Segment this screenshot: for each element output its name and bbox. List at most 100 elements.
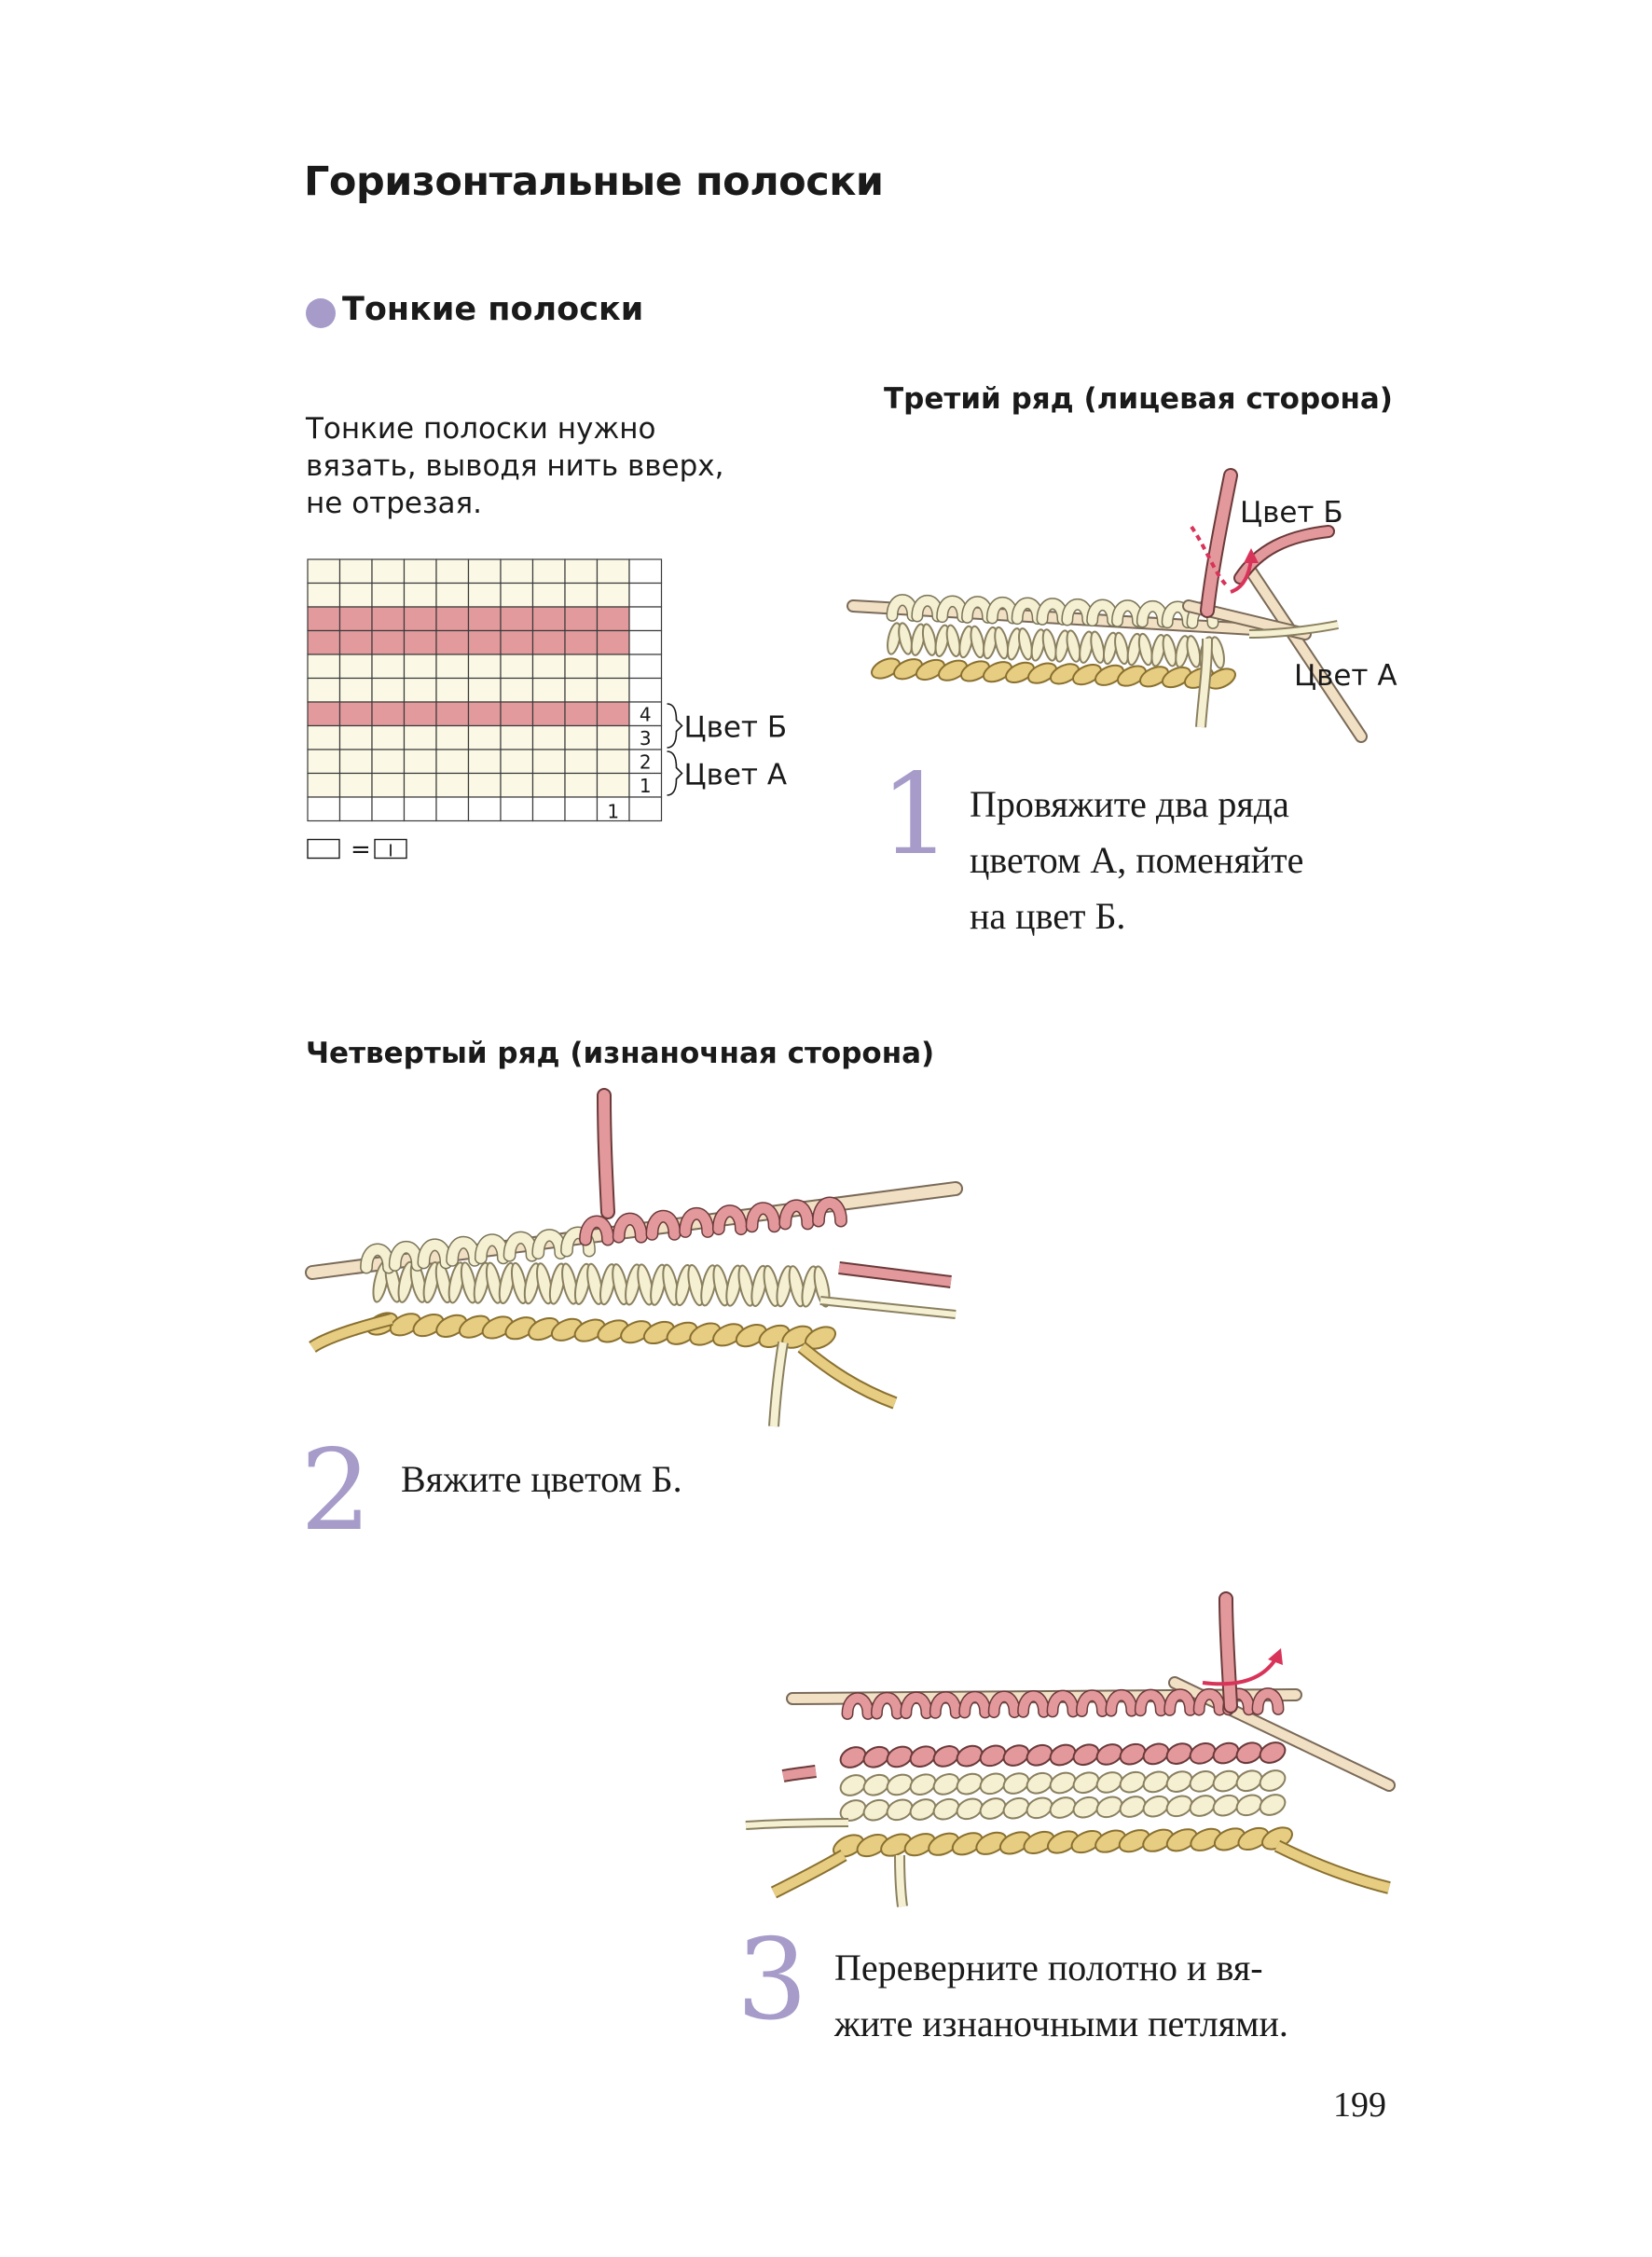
chart-cell <box>628 582 663 608</box>
chart-cell <box>371 629 406 655</box>
cream-stitch-row <box>372 1260 831 1308</box>
cream-yarn-a <box>745 1818 908 1907</box>
stitch <box>956 1772 984 1796</box>
chart-grid <box>307 558 663 822</box>
stitch <box>1186 635 1202 668</box>
chart-cell <box>467 606 502 632</box>
chart-cell <box>403 654 437 680</box>
chart-cell <box>403 749 437 775</box>
needle-loops <box>360 1196 847 1274</box>
stitch <box>1259 1741 1287 1764</box>
stitch <box>1072 1743 1100 1767</box>
chart-cell <box>403 582 437 608</box>
stitch <box>1235 1741 1263 1765</box>
chart-cell <box>596 677 630 703</box>
stitch <box>1094 1829 1127 1853</box>
up-arrow-red-icon <box>1190 525 1259 594</box>
stitch <box>1026 1771 1053 1795</box>
chart-cell <box>564 629 599 655</box>
chart-cell <box>371 796 406 822</box>
stitch <box>979 1797 1007 1820</box>
chart-cell <box>467 677 502 703</box>
chart-cell <box>564 749 599 775</box>
stitch <box>893 658 923 681</box>
turn-purl-illustration <box>745 1591 1396 1907</box>
chart-cell <box>564 772 599 798</box>
chart-cell <box>307 629 341 655</box>
stitch <box>1023 1830 1055 1855</box>
loop <box>1194 1689 1225 1715</box>
stitch <box>1212 1794 1240 1817</box>
chart-cell <box>564 582 599 608</box>
chart-cell <box>564 796 599 822</box>
chart-cell <box>500 701 534 727</box>
intro-line: не отрезая. <box>306 487 482 520</box>
chart-cell <box>371 654 406 680</box>
color-b-label: Цвет Б <box>684 711 788 745</box>
stitch <box>909 1745 937 1768</box>
legend-empty-cell <box>307 838 340 860</box>
stitch <box>1114 631 1129 666</box>
stitch <box>1259 1769 1287 1792</box>
stitch <box>1072 1771 1100 1795</box>
loop <box>361 1245 394 1273</box>
chart-cell <box>500 629 534 655</box>
chart-cell <box>564 677 599 703</box>
cream-stitch-row <box>887 622 1225 669</box>
gold-cast-on-row <box>833 1826 1293 1858</box>
loop <box>1077 1691 1108 1716</box>
stitch <box>1142 1770 1170 1794</box>
stitch <box>871 657 901 680</box>
stitch <box>886 1798 914 1822</box>
stitch <box>1213 1827 1246 1851</box>
color-a-label: Цвет А <box>684 759 788 792</box>
stitch <box>1095 1743 1123 1766</box>
step-line: Провяжите два ряда <box>970 783 1289 825</box>
chart-cell <box>435 701 470 727</box>
pink-yarn-b <box>1200 468 1335 618</box>
figure1-caption: Третий ряд (лицевая сторона) <box>884 382 1393 416</box>
stitch <box>1002 1796 1030 1820</box>
intro-paragraph: Тонкие полоски нужно вязать, выводя нить… <box>306 410 735 522</box>
chart-cell <box>500 654 534 680</box>
loop <box>901 1693 931 1718</box>
step-3-text: Переверните полотно и вя- жите изнаночны… <box>834 1940 1288 2052</box>
chart-cell <box>500 796 534 822</box>
chart-cell <box>467 582 502 608</box>
stitch <box>956 1797 984 1821</box>
loop <box>680 1208 713 1237</box>
chart-cell <box>628 677 663 703</box>
stitch <box>1026 1796 1053 1820</box>
stitch <box>1142 1795 1170 1818</box>
chart-cell <box>338 724 373 750</box>
chart-cell <box>531 772 566 798</box>
stitch <box>915 658 945 681</box>
third-row-illustration: Цвет Б Цвет А <box>847 468 1397 743</box>
chart-cell <box>564 701 599 727</box>
chart-cell <box>371 677 406 703</box>
stitch <box>1165 1742 1193 1765</box>
page-title: Горизонтальные полоски <box>304 158 884 205</box>
stitch <box>1165 1795 1193 1818</box>
loop <box>475 1234 509 1263</box>
step-line: Переверните полотно и вя- <box>834 1947 1263 1989</box>
stitch <box>979 1772 1007 1796</box>
chart-cell <box>435 654 470 680</box>
stitch <box>1026 1743 1053 1767</box>
stitch <box>1162 666 1191 689</box>
intro-line: Тонкие полоски нужно <box>306 412 656 446</box>
chart-cell <box>564 654 599 680</box>
chart-cell <box>500 606 534 632</box>
chart-cell <box>403 724 437 750</box>
chart-cell <box>338 701 373 727</box>
chart-cell <box>531 749 566 775</box>
chart-cell <box>531 606 566 632</box>
pink-yarn-b <box>781 1591 1238 1782</box>
stitch <box>983 661 1012 683</box>
chart-cell <box>338 606 373 632</box>
stitch <box>1235 1794 1263 1817</box>
stitch <box>862 1773 890 1796</box>
stitch <box>960 660 990 682</box>
stitch <box>1095 1796 1123 1819</box>
stitch <box>898 622 913 655</box>
